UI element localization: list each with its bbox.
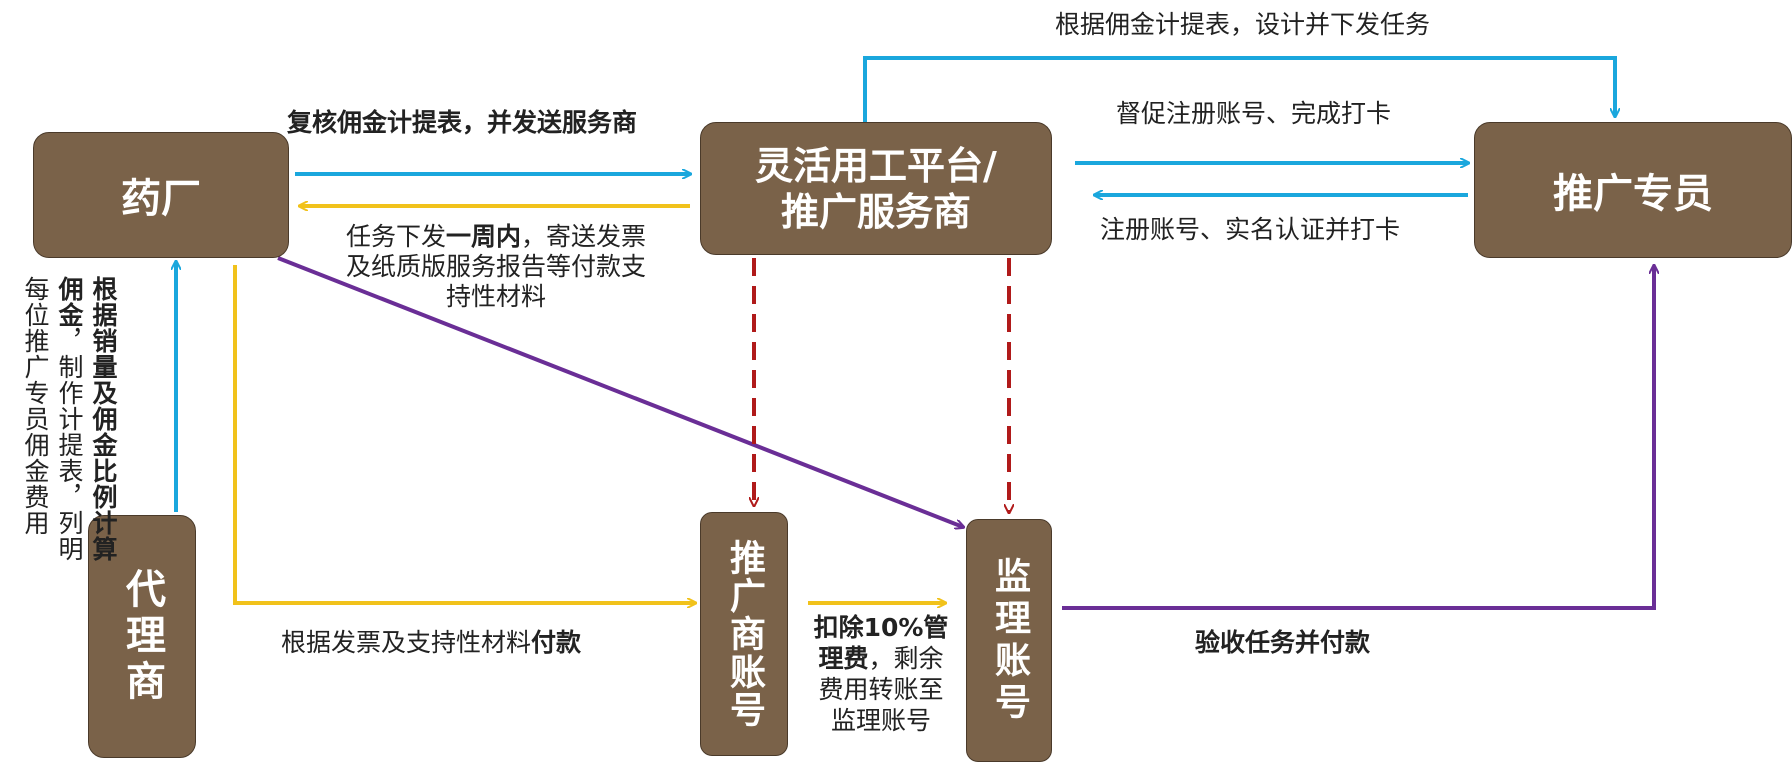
label-platform-to-pharma-post: ，寄送发票	[521, 222, 647, 251]
node-agent: 代理商	[88, 515, 196, 758]
label-agent-to-pharma: 根据销量及佣金比例计算佣金，制作计提表，列明每位推广专员佣金费用	[18, 276, 120, 576]
label-specialist-to-platform: 注册账号、实名认证并打卡	[1100, 215, 1400, 245]
label-pharma-pay-pre: 根据发票及支持性材料	[281, 628, 532, 657]
label-top-loop-text: 根据佣金计提表，设计并下发任务	[1055, 10, 1431, 39]
label-fee-rest1: ，剩余	[868, 644, 944, 673]
label-fee-line1: 扣除10%管	[806, 612, 956, 643]
arrow-platform-to-specialist-top	[863, 56, 1615, 122]
label-agent-bold1: 根据销量及佣金比	[89, 276, 118, 484]
label-pharma-to-platform-text: 复核佣金计提表，并发送服务商	[287, 108, 638, 137]
node-escrow-account: 监理账号	[966, 519, 1052, 762]
label-fee-line4: 监理账号	[830, 706, 931, 735]
label-platform-to-pharma-bold: 一周内	[445, 222, 521, 251]
node-platform: 灵活用工平台/ 推广服务商	[700, 122, 1052, 255]
arrow-escrow-to-specialist	[1062, 266, 1654, 610]
label-pharma-pay-bold: 付款	[531, 628, 582, 657]
node-specialist-label: 推广专员	[1553, 171, 1713, 217]
label-top-loop: 根据佣金计提表，设计并下发任务	[1055, 10, 1430, 40]
label-fee-line3: 费用转账至	[818, 675, 944, 704]
arrow-pharma-to-escrow	[277, 256, 963, 527]
label-fee: 扣除10%管 理费，剩余 费用转账至 监理账号	[806, 612, 956, 736]
node-pharma-label: 药厂	[121, 176, 201, 222]
label-pharma-pay: 根据发票及支持性材料付款	[281, 628, 581, 658]
label-platform-to-pharma-line1: 任务下发一周内，寄送发票	[318, 222, 674, 252]
label-agent-rest1: ，制作	[55, 328, 84, 406]
node-agent-label: 代理商	[119, 567, 165, 706]
node-platform-label-2: 推广服务商	[780, 189, 971, 234]
label-platform-to-pharma-line2: 及纸质版服务报告等付款支	[345, 252, 646, 281]
label-platform-to-pharma-line3: 持性材料	[445, 282, 546, 311]
label-fee-bold1: 扣除10%管	[813, 613, 949, 642]
label-pharma-to-platform: 复核佣金计提表，并发送服务商	[287, 108, 637, 138]
label-platform-to-specialist: 督促注册账号、完成打卡	[1116, 99, 1391, 129]
node-escrow-account-label: 监理账号	[989, 556, 1030, 725]
node-specialist: 推广专员	[1474, 122, 1792, 258]
label-escrow-pay: 验收任务并付款	[1195, 628, 1370, 658]
label-platform-to-specialist-text: 督促注册账号、完成打卡	[1116, 99, 1392, 128]
node-promoter-account: 推广商账号	[700, 512, 788, 756]
label-agent-rest3: 推广专员佣金费用	[21, 328, 50, 536]
label-agent-rest2: 计提表，列明每位	[21, 276, 84, 562]
node-promoter-account-label: 推广商账号	[724, 539, 765, 729]
label-platform-to-pharma-pre: 任务下发	[345, 222, 446, 251]
label-fee-bold2: 理费	[818, 644, 869, 673]
label-platform-to-pharma: 任务下发一周内，寄送发票 及纸质版服务报告等付款支 持性材料	[318, 222, 674, 312]
node-platform-label-1: 灵活用工平台/	[755, 143, 997, 188]
label-agent-bold2: 例计算佣金	[55, 276, 118, 562]
label-fee-line2: 理费，剩余	[806, 643, 956, 674]
label-specialist-to-platform-text: 注册账号、实名认证并打卡	[1100, 215, 1401, 244]
node-pharma: 药厂	[33, 132, 289, 258]
arrow-pharma-to-promoter-account	[233, 265, 695, 603]
label-escrow-pay-text: 验收任务并付款	[1195, 628, 1371, 657]
